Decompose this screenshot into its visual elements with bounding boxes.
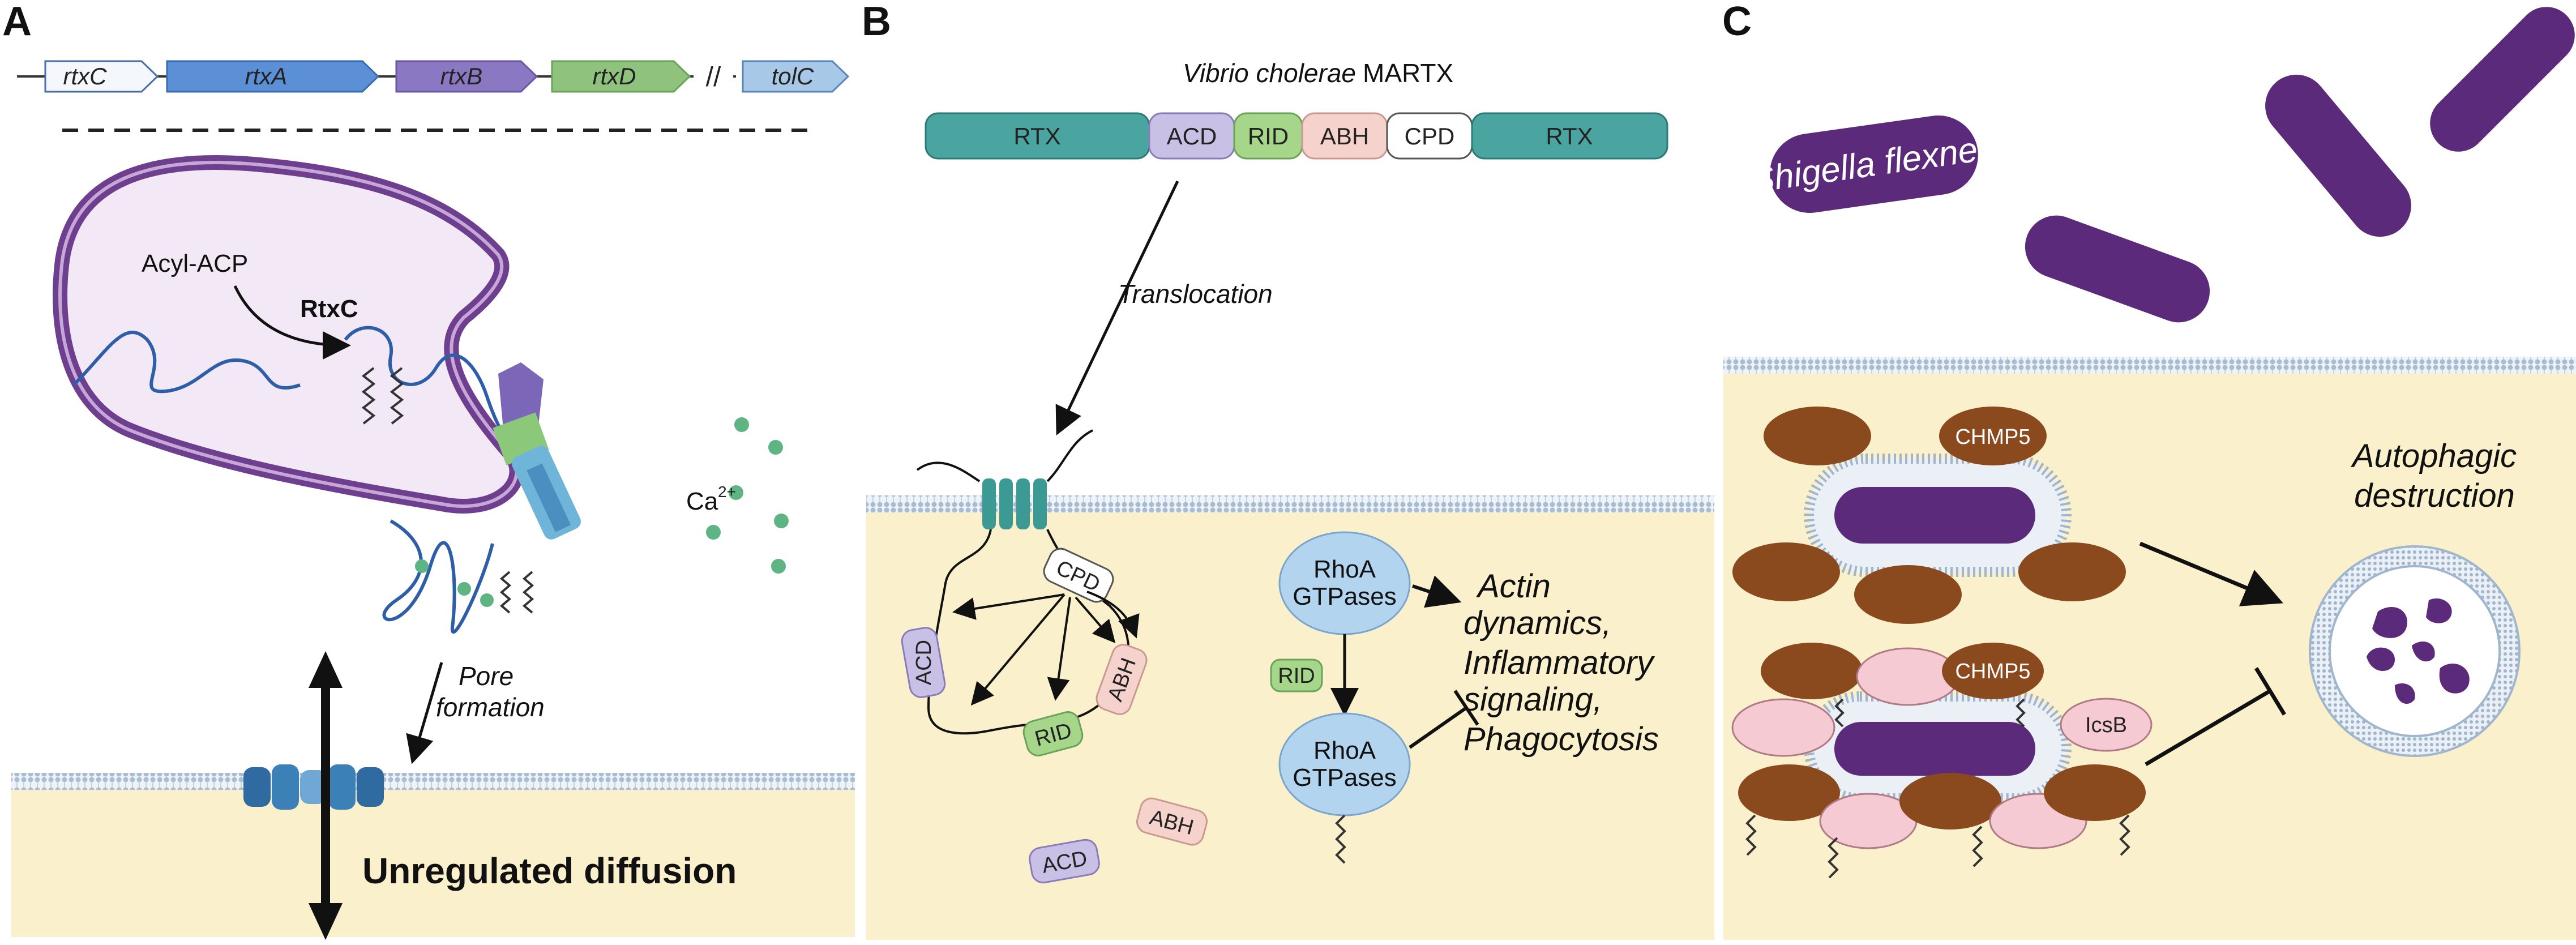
panel-a-letter: A [2,0,32,44]
operon-diagram: rtxC rtxA rtxB rtxD // tolC [17,57,850,96]
secreted-rtx-toxin [382,519,534,634]
gene-tolc-arrow [742,60,850,93]
domain-rid-label: RID [1248,123,1289,149]
domain-rtx-c-label: RTX [1546,123,1593,149]
gene-rtxa-label: rtxA [245,63,288,89]
rhoa-active-line2: GTPases [1293,583,1396,610]
domain-cpd-label: CPD [1405,123,1455,149]
gene-rtxd-label: rtxD [593,63,636,89]
translocation-label: Translocation [1118,279,1273,309]
acylation-arrow [233,285,351,360]
panel-c-host-membrane [1722,357,2576,374]
membrane-pore [243,764,384,810]
calcium-charge: 2+ [718,483,736,501]
translocation-arrow [1055,180,1179,436]
panel-c: C Shigella flexneri CHMP5 [1722,0,2576,940]
effect-line-5: Phagocytosis [1464,721,1659,758]
bacterium-cell: Acyl-ACP RtxC [53,155,524,514]
effect-line-2: dynamics, [1464,605,1611,642]
vacuole-top: CHMP5 [1732,407,2126,624]
inhibition-bar [2254,667,2286,716]
rhoa-inactive-line1: RhoA [1313,737,1376,764]
panel-a: A rtxC rtxA rtxB rtxD // tolC [2,0,855,940]
pore-formation-arrow [406,662,443,764]
autoprocessing-cycle: CPD ACD RID ABH [901,529,1148,756]
shigella-bacteria: Shigella flexneri [1748,7,2575,323]
cycle-acd-label: ACD [912,640,936,685]
rtxa-polypeptide [72,331,301,394]
icsb-label: IcsB [2085,713,2127,737]
effect-line-3: Inflammatory [1464,644,1655,681]
rhoa-pathway: RhoA GTPases RID RhoA GTPases [1270,531,1479,864]
domain-rtx-n-label: RTX [1013,123,1060,149]
martx-toxin-label: MARTX [1363,58,1453,88]
rhoa-effects-text: Actin dynamics, Inflammatory signaling, … [1464,568,1659,758]
panel-c-letter: C [1722,0,1752,44]
rtxc-protein-label: RtxC [300,295,358,323]
inhibition-line [2145,689,2271,767]
autophagic-line1: Autophagic [2351,438,2517,474]
calcium-label: Ca [686,488,718,515]
rhoa-active-line1: RhoA [1313,555,1376,583]
gene-rtxc-label: rtxC [63,63,108,89]
acyl-acp-label: Acyl-ACP [142,250,248,277]
effect-line-4: signaling, [1464,681,1602,718]
secretion-apparatus [493,362,581,540]
pore-formation-line1: Pore [459,661,514,691]
martx-membrane-anchor [916,429,1093,529]
vacuole-bottom: CHMP5 IcsB [1731,643,2153,879]
gene-tolc-label: tolC [772,63,814,89]
diffusion-double-arrow [309,651,343,940]
calcium-ions: Ca 2+ [686,417,789,574]
gene-rtxc-arrow [44,60,159,93]
autophagy-arrow [2139,541,2283,606]
panel-b: B Vibrio cholerae MARTX RTX ACD RID ABH … [862,0,1715,940]
gene-rtxa-arrow [166,60,380,93]
gene-break-symbol: // [706,62,721,92]
released-effectors: ACD ABH [1029,797,1208,884]
gene-rtxb-arrow [395,60,538,93]
pore-formation-line2: formation [436,692,545,722]
panel-b-letter: B [862,0,891,44]
domain-acd-label: ACD [1167,123,1217,149]
shigella-labeled-rod [1770,115,1978,213]
chmp5-bottom-label: CHMP5 [1955,660,2030,683]
autophagosome [2309,545,2521,757]
unregulated-diffusion-label: Unregulated diffusion [362,850,737,891]
effect-line-1: Actin [1476,568,1551,605]
martx-species-label: Vibrio cholerae [1183,58,1356,88]
panel-a-host-membrane [11,773,855,790]
gene-rtxd-arrow [551,60,691,93]
rhoa-inactive-line2: GTPases [1293,764,1396,792]
autophagic-line2: destruction [2354,477,2515,514]
martx-domain-bar: RTX ACD RID ABH CPD RTX [925,112,1668,160]
gene-rtxb-label: rtxB [440,63,483,89]
rhoa-rid-label: RID [1278,664,1315,688]
chmp5-top-label: CHMP5 [1955,425,2030,449]
panel-a-host-cytoplasm [11,790,855,937]
domain-abh-label: ABH [1320,123,1369,149]
